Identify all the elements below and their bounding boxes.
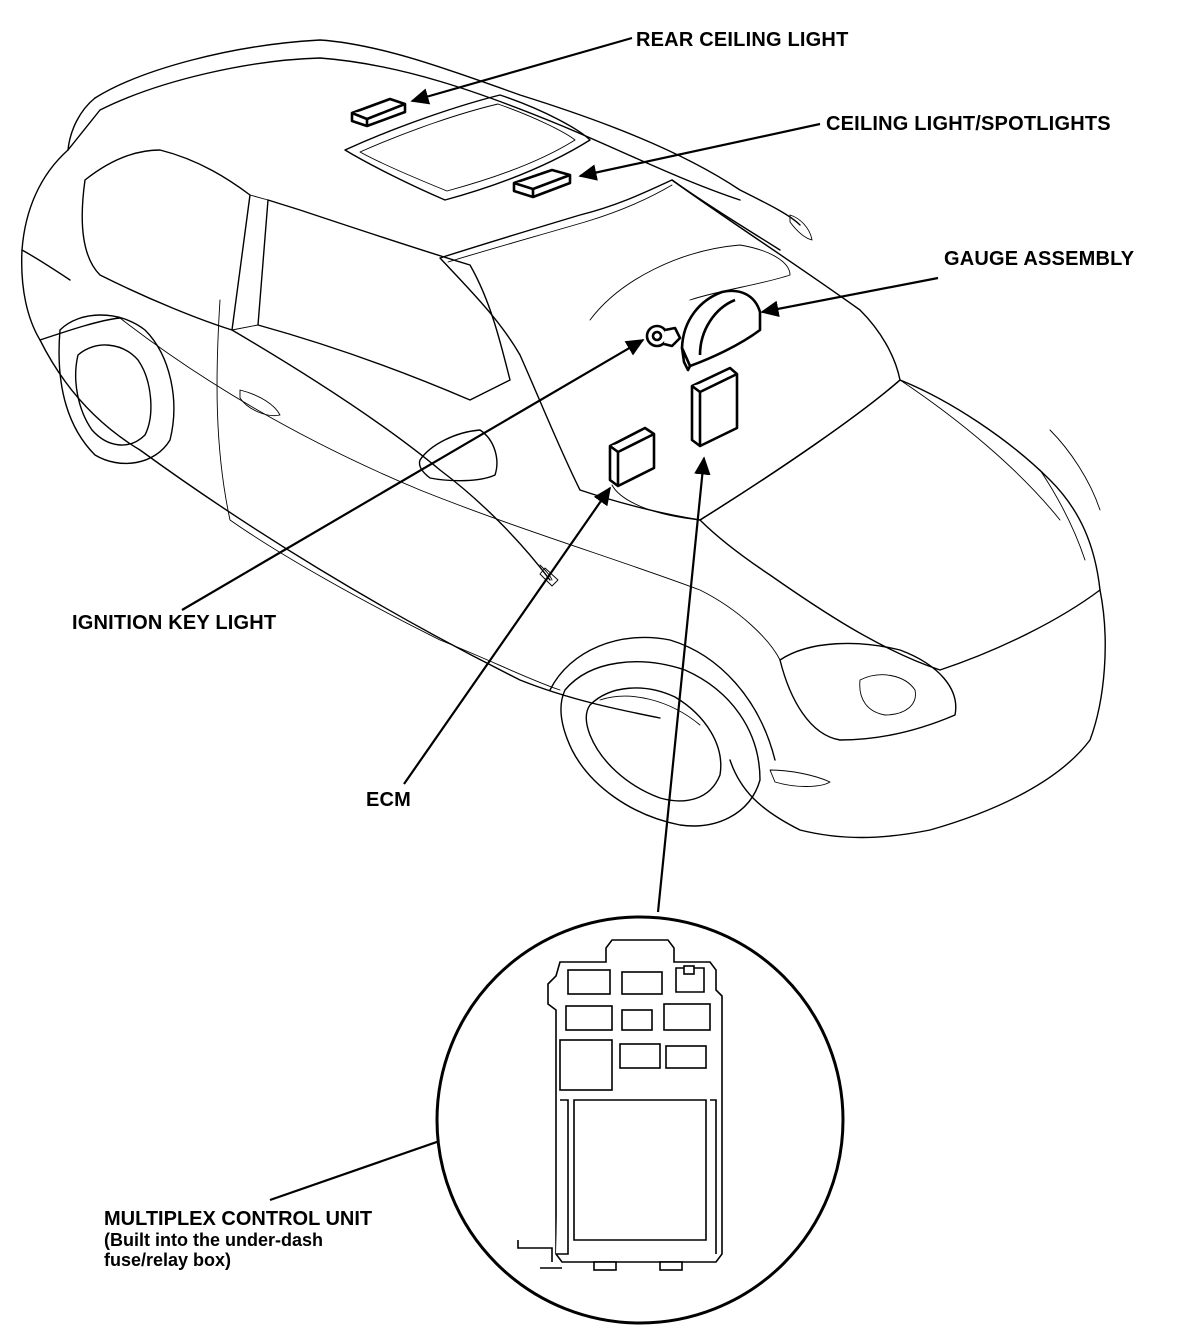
- ceiling-light-spotlights-leader: [578, 122, 821, 181]
- gauge-assembly-icon: [680, 289, 762, 372]
- ignition-key-light-leader: [181, 339, 645, 611]
- multiplex-control-unit-location-icon: [690, 366, 739, 448]
- multiplex-control-unit-label: MULTIPLEX CONTROL UNIT (Built into the u…: [104, 1208, 372, 1270]
- ignition-key-light-label: IGNITION KEY LIGHT: [72, 612, 277, 634]
- ignition-key-light-icon: [645, 324, 682, 348]
- ceiling-light-spotlights-icon: [512, 168, 572, 199]
- fuse-relay-box-detail: [435, 915, 845, 1325]
- leader-lines: [181, 36, 939, 1202]
- multiplex-label-line1: MULTIPLEX CONTROL UNIT: [104, 1208, 373, 1230]
- rear-ceiling-light-label: REAR CEILING LIGHT: [636, 29, 849, 51]
- gauge-assembly-label: GAUGE ASSEMBLY: [944, 248, 1135, 270]
- gauge-assembly-leader: [760, 276, 939, 317]
- ecm-label: ECM: [366, 789, 412, 811]
- ecm-icon: [608, 426, 656, 488]
- rear-ceiling-light-leader: [410, 36, 633, 105]
- multiplex-label-line2: (Built into the under-dash: [104, 1230, 323, 1250]
- car-outline: [20, 39, 1106, 839]
- multiplex-control-unit-leader: [656, 456, 711, 913]
- rear-ceiling-light-icon: [350, 97, 407, 128]
- ceiling-light-spotlights-label: CEILING LIGHT/SPOTLIGHTS: [826, 113, 1111, 135]
- multiplex-label-line3: fuse/relay box): [104, 1250, 232, 1270]
- ecm-leader: [403, 486, 611, 785]
